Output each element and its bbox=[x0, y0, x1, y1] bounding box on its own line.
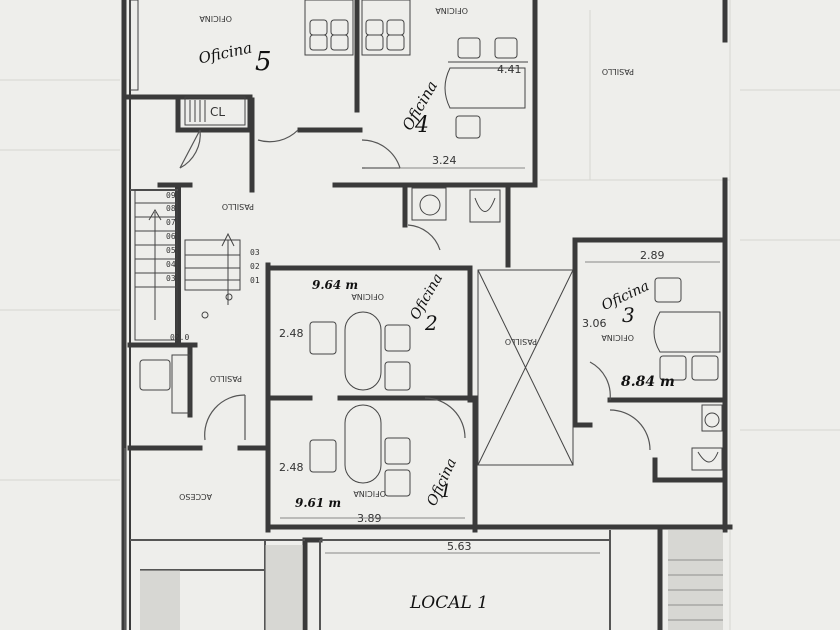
office3-dim-top: 2.89 bbox=[640, 249, 665, 262]
office3-stamp: OFICINA bbox=[601, 333, 634, 342]
office4-furniture bbox=[444, 37, 528, 139]
stair-step-left-1: 09 bbox=[166, 191, 176, 200]
dimensions: 4.41 3.24 2.89 3.06 2.48 2.48 3.89 5.63 bbox=[279, 63, 665, 553]
office5-number: 5 bbox=[255, 47, 272, 77]
office1-area: 9.61 m bbox=[295, 496, 341, 510]
stair-step-right-3: 01 bbox=[250, 276, 260, 285]
office5-furniture bbox=[129, 0, 411, 91]
stair-step-left-2: 08 bbox=[166, 204, 176, 213]
office2-furniture bbox=[309, 311, 411, 391]
hall-label-1: PASILLO bbox=[602, 67, 634, 76]
office1-stamp: OFICINA bbox=[353, 489, 386, 498]
office2-dim-side: 2.48 bbox=[279, 327, 304, 340]
office3-furniture bbox=[653, 277, 721, 381]
dimension-lines bbox=[280, 167, 720, 554]
stair-step-left-7: 03 bbox=[166, 274, 176, 283]
staircase bbox=[134, 189, 241, 341]
reception-desk bbox=[139, 354, 191, 414]
office4-dim-bottom: 3.24 bbox=[432, 154, 457, 167]
access-label: ACCESO bbox=[179, 492, 212, 501]
office1-furniture bbox=[309, 404, 411, 497]
office2-number: 2 bbox=[424, 311, 438, 335]
stair-landing-label: 02.0 bbox=[170, 333, 189, 342]
wc-right bbox=[691, 404, 723, 471]
hall-label-4: PASILLO bbox=[210, 374, 242, 383]
office4-dim-top: 4.41 bbox=[497, 63, 522, 76]
office1-dim-side: 2.48 bbox=[279, 461, 304, 474]
office5-stamp: OFICINA bbox=[199, 14, 232, 23]
office2-stamp: OFICINA bbox=[351, 292, 384, 301]
stair-step-left-5: 05 bbox=[166, 246, 176, 255]
closet-label: CL bbox=[210, 105, 225, 119]
stair-numbers: 09 08 07 06 05 04 03 03 02 01 02.0 bbox=[166, 191, 260, 342]
local1-label: LOCAL 1 bbox=[409, 593, 488, 613]
hall-label-2: PASILLO bbox=[222, 202, 254, 211]
office2-area: 9.64 m bbox=[312, 278, 358, 292]
office4-number: 4 bbox=[414, 113, 429, 138]
hatch-lines bbox=[668, 559, 723, 621]
office3-dim-side: 3.06 bbox=[582, 317, 607, 330]
office3-area: 8.84 m bbox=[621, 374, 675, 390]
hatch-left bbox=[140, 530, 723, 630]
stair-step-left-6: 04 bbox=[166, 260, 176, 269]
stair-step-left-4: 06 bbox=[166, 232, 176, 241]
hall-label-3: PASILLO bbox=[505, 337, 537, 346]
office1-number: 1 bbox=[440, 481, 451, 502]
stair-step-right-1: 03 bbox=[250, 248, 260, 257]
stair-step-right-2: 02 bbox=[250, 262, 260, 271]
office1-dim-bottom: 3.89 bbox=[357, 512, 382, 525]
closet: CL bbox=[184, 96, 246, 126]
wc-upper bbox=[411, 187, 501, 223]
office4-stamp: OFICINA bbox=[435, 6, 468, 15]
printed-stamps: OFICINA OFICINA OFICINA OFICINA OFICINA … bbox=[179, 6, 634, 501]
local1-dim-top: 5.63 bbox=[447, 540, 472, 553]
light-shaft bbox=[477, 269, 574, 466]
stair-step-left-3: 07 bbox=[166, 218, 176, 227]
office3-number: 3 bbox=[622, 303, 635, 327]
